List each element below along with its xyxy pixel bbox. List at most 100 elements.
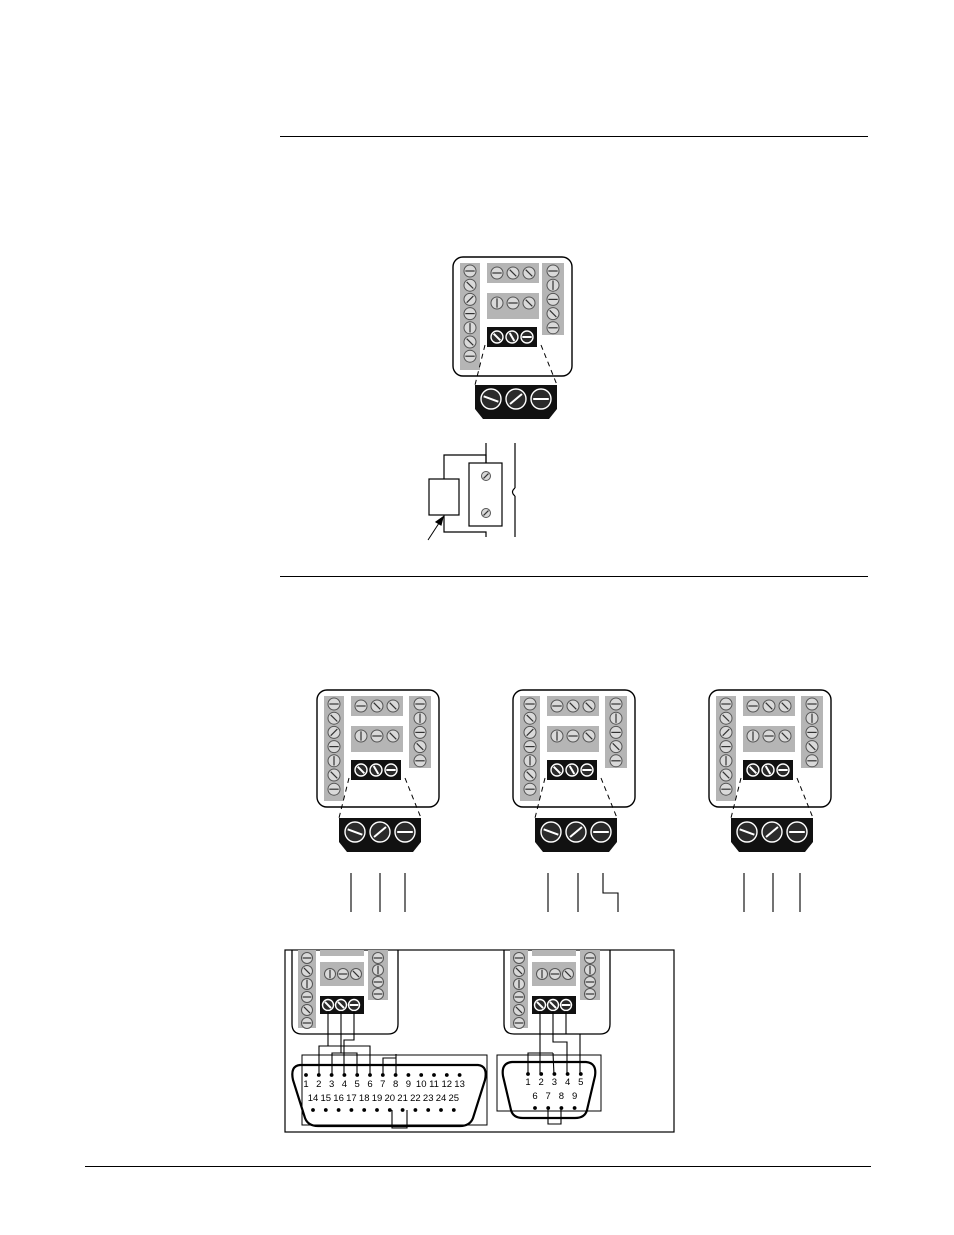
screw-icon (302, 953, 313, 964)
db9-top-pin-dot (566, 1072, 570, 1076)
screw-icon (583, 730, 595, 742)
wire-line (383, 1058, 396, 1075)
screw-icon (395, 822, 415, 842)
screw-icon (585, 953, 596, 964)
screw-icon (514, 966, 525, 977)
screw-icon (806, 698, 818, 710)
db25-bottom-pin-label: 18 (359, 1093, 370, 1104)
screw-icon (585, 989, 596, 1000)
screw-icon (550, 969, 561, 980)
db25-bottom-pin-dot (311, 1108, 315, 1112)
screw-icon (370, 764, 382, 776)
screw-icon (491, 297, 503, 309)
screw-icon (514, 979, 525, 990)
db25-bottom-pin-dot (362, 1108, 366, 1112)
screw-icon (481, 389, 501, 409)
screw-icon (806, 741, 818, 753)
db25-top-pin-label: 8 (393, 1079, 398, 1090)
screw-icon (610, 726, 622, 738)
screw-icon (720, 783, 732, 795)
db25-bottom-pin-label: 25 (449, 1093, 460, 1104)
db9-top-pin-label: 3 (552, 1077, 557, 1088)
screw-icon (514, 1005, 525, 1016)
screw-icon (514, 953, 525, 964)
screw-icon (338, 969, 349, 980)
screw-icon (328, 726, 340, 738)
screw-icon (720, 769, 732, 781)
db25-bottom-pin-label: 20 (385, 1093, 396, 1104)
screw-icon (747, 730, 759, 742)
db25-bottom-pin-label: 14 (308, 1093, 319, 1104)
screw-icon (747, 764, 759, 776)
screw-icon (747, 700, 759, 712)
enlarged-block-base (475, 409, 557, 419)
screw-icon (537, 969, 548, 980)
screw-icon (514, 992, 525, 1003)
terminal-module-partial (292, 950, 398, 1034)
screw-icon (610, 712, 622, 724)
screw-icon (566, 764, 578, 776)
screw-icon (787, 822, 807, 842)
screw-icon (762, 822, 782, 842)
db25-top-pin-label: 1 (303, 1079, 308, 1090)
screw-icon (720, 712, 732, 724)
screw-icon (387, 700, 399, 712)
enlarged-block-base (731, 842, 813, 852)
screw-icon (524, 712, 536, 724)
db25-top-pin-label: 7 (380, 1079, 385, 1090)
db9-top-pin-label: 2 (539, 1077, 544, 1088)
terminal-module (513, 690, 635, 852)
wire-line (548, 1108, 561, 1124)
screw-icon (355, 764, 367, 776)
db25-bottom-pin-label: 16 (333, 1093, 344, 1104)
wire-line (328, 1046, 370, 1075)
screw-icon (548, 1000, 559, 1011)
db25-top-pin-dot (445, 1073, 449, 1077)
screw-icon (414, 755, 426, 767)
screw-icon (551, 764, 563, 776)
screw-icon (551, 700, 563, 712)
screw-icon (535, 1000, 546, 1011)
screw-icon (610, 755, 622, 767)
screw-icon (328, 712, 340, 724)
db25-bottom-pin-dot (350, 1108, 354, 1112)
screw-icon (720, 726, 732, 738)
wire-line (603, 873, 618, 912)
screw-icon (524, 783, 536, 795)
screw-icon (524, 769, 536, 781)
db25-top-pin-dot (304, 1073, 308, 1077)
connectors: 1234567891011121314151617181920212223242… (285, 950, 674, 1132)
screw-icon (373, 989, 384, 1000)
screw-icon (720, 741, 732, 753)
screw-icon (464, 265, 476, 277)
screw-icon (763, 700, 775, 712)
db25-top-pin-dot (458, 1073, 462, 1077)
wire-line (513, 488, 516, 496)
db25-top-pin-label: 10 (416, 1079, 427, 1090)
screw-icon (777, 764, 789, 776)
db25-bottom-pin-label: 22 (410, 1093, 421, 1104)
db25-top-pin-dot (432, 1073, 436, 1077)
screw-icon (464, 293, 476, 305)
db25-bottom-pin-dot (401, 1108, 405, 1112)
db25-bottom-pin-label: 21 (397, 1093, 408, 1104)
screw-icon (328, 755, 340, 767)
screw-icon (414, 712, 426, 724)
db9-bottom-pin-dot (533, 1106, 537, 1110)
screw-icon (523, 267, 535, 279)
screw-icon (328, 769, 340, 781)
db25-bottom-pin-label: 24 (436, 1093, 447, 1104)
db9-bottom-pin-dot (573, 1106, 577, 1110)
screw-icon (561, 1000, 572, 1011)
screw-icon (507, 297, 519, 309)
screw-icon (373, 977, 384, 988)
db25-top-pin-label: 5 (355, 1079, 360, 1090)
db25-bottom-pin-dot (426, 1108, 430, 1112)
db25-bottom-pin-label: 23 (423, 1093, 434, 1104)
screw-icon (355, 700, 367, 712)
screw-icon (373, 965, 384, 976)
screw-icon (507, 267, 519, 279)
screw-icon (370, 822, 390, 842)
screw-icon (585, 965, 596, 976)
